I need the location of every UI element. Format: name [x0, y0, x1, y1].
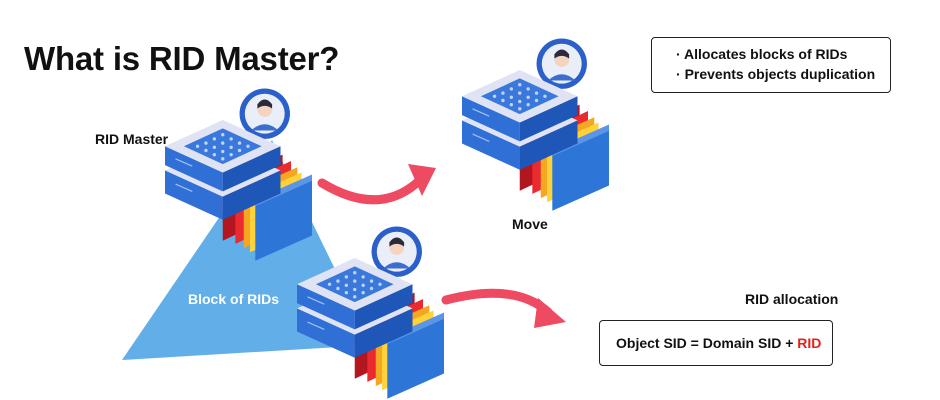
block-of-rids-label: Block of RIDs — [188, 291, 280, 307]
rid-allocation-label: RID allocation — [745, 291, 839, 307]
formula-rid-highlight: RID — [797, 335, 822, 351]
page-title: What is RID Master? — [24, 40, 340, 77]
move-label: Move — [512, 216, 548, 232]
feature-item: Prevents objects duplication — [676, 64, 880, 84]
rid-master-label: RID Master — [95, 131, 169, 147]
allocation-arrow-icon — [441, 288, 566, 328]
sid-formula-box: Object SID = Domain SID + RID — [599, 320, 833, 366]
moved-server — [461, 37, 610, 212]
features-box: Allocates blocks of RIDs Prevents object… — [651, 37, 891, 93]
formula-text: Object SID = Domain SID + — [616, 335, 798, 351]
features-list: Allocates blocks of RIDs Prevents object… — [676, 44, 880, 84]
rid-master-server — [164, 87, 313, 262]
feature-item: Allocates blocks of RIDs — [676, 44, 880, 64]
move-arrow-icon — [317, 164, 436, 205]
